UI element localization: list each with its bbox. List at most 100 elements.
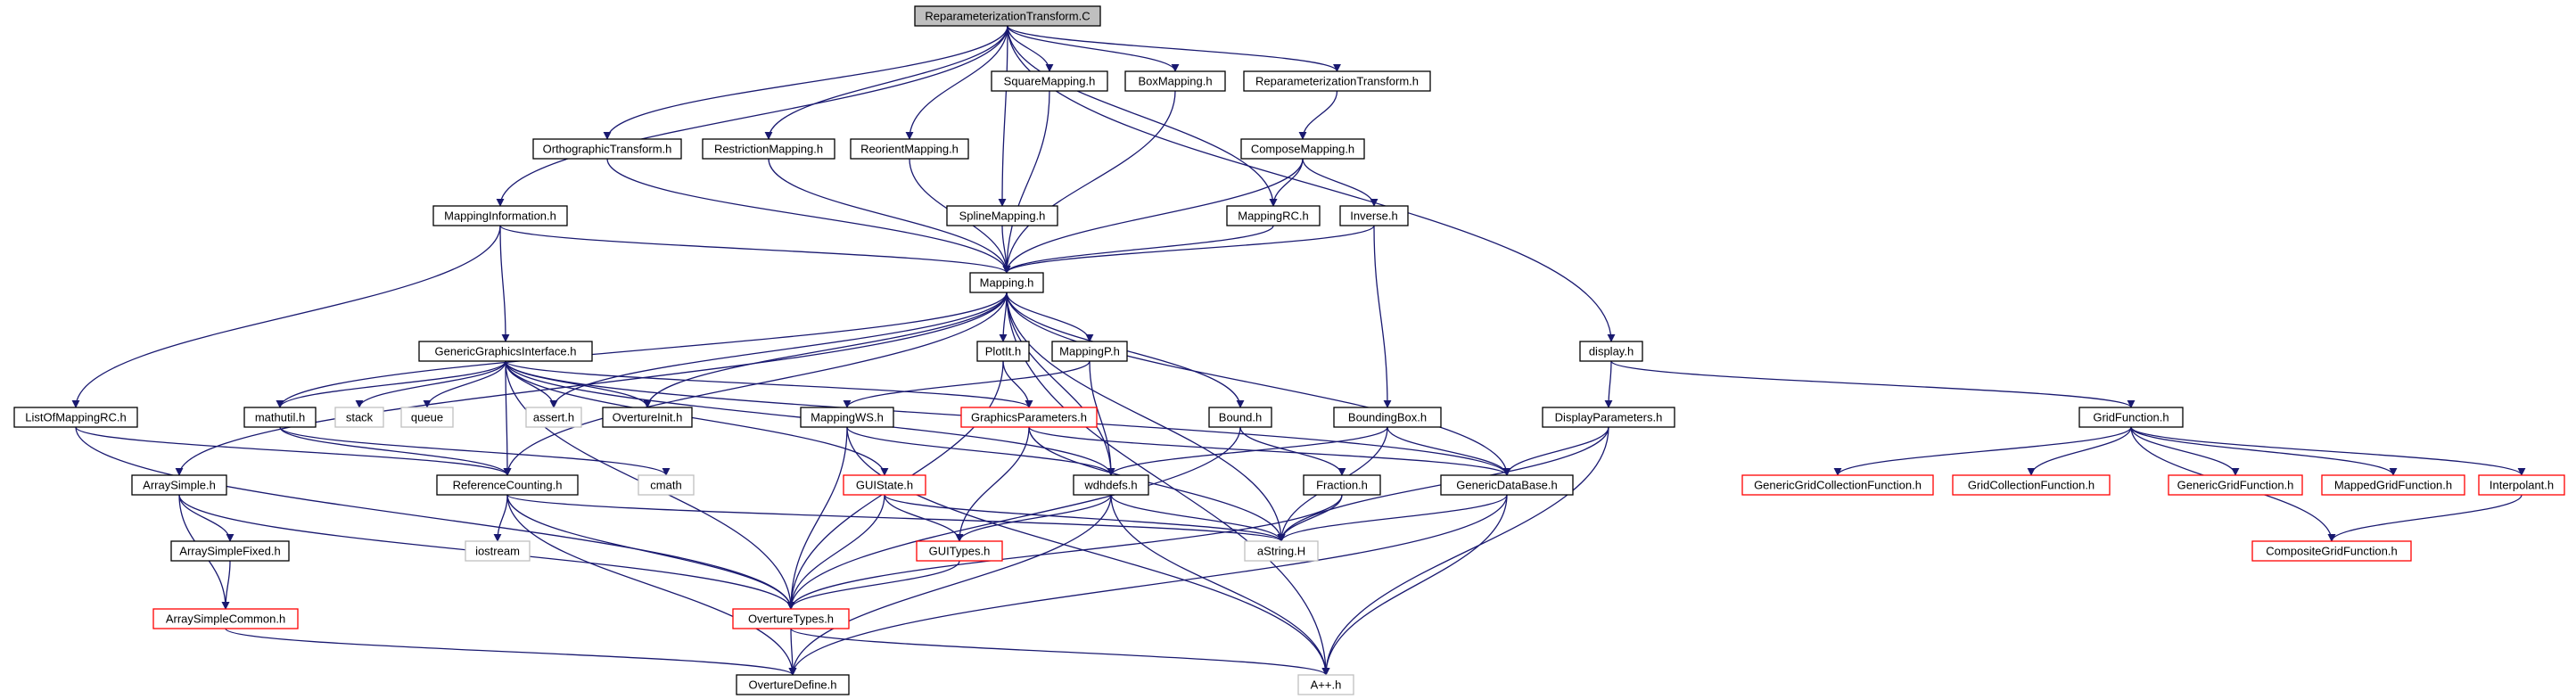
node-label: GenericDataBase.h [1456, 479, 1557, 492]
node-label: GridCollectionFunction.h [1968, 479, 2095, 492]
node-reph[interactable]: ReparameterizationTransform.h [1243, 70, 1431, 92]
node-dparams[interactable]: DisplayParameters.h [1542, 407, 1675, 428]
node-gridfn[interactable]: GridFunction.h [2078, 407, 2184, 428]
node-label: Interpolant.h [2490, 479, 2554, 492]
node-box [418, 341, 593, 362]
node-gcf[interactable]: GridCollectionFunction.h [1952, 474, 2111, 496]
edge-arrfixed-to-arrcommon [221, 560, 231, 610]
node-box [1952, 474, 2111, 496]
node-label: SquareMapping.h [1004, 75, 1096, 88]
edge-ggi-to-stack [355, 360, 506, 408]
node-gdb[interactable]: GenericDataBase.h [1440, 474, 1574, 496]
node-label: OvertureInit.h [613, 411, 683, 424]
node-box [800, 407, 894, 428]
node-mathutil[interactable]: mathutil.h [243, 407, 317, 428]
edge-line [2130, 426, 2398, 476]
node-label: ArraySimpleCommon.h [166, 613, 285, 626]
node-label: MappingWS.h [811, 411, 884, 424]
edge-line [884, 494, 1286, 542]
node-ovinit[interactable]: OvertureInit.h [602, 407, 693, 428]
edge-line [1321, 426, 1609, 676]
edge-line [1006, 292, 1511, 476]
node-plotit[interactable]: PlotIt.h [976, 341, 1030, 362]
node-arrsimple[interactable]: ArraySimple.h [131, 474, 227, 496]
node-mapinfo[interactable]: MappingInformation.h [432, 205, 568, 226]
node-reor[interactable]: ReorientMapping.h [850, 138, 969, 160]
node-ggi[interactable]: GenericGraphicsInterface.h [418, 341, 593, 362]
node-maprc[interactable]: MappingRC.h [1226, 205, 1321, 226]
node-mgf[interactable]: MappedGridFunction.h [2321, 474, 2465, 496]
node-arrcommon[interactable]: ArraySimpleCommon.h [152, 608, 299, 629]
edge-line [764, 25, 1008, 140]
node-ovtypes[interactable]: OvertureTypes.h [732, 608, 850, 629]
node-ggf[interactable]: GenericGridFunction.h [2168, 474, 2303, 496]
node-guitypes[interactable]: GUITypes.h [916, 540, 1003, 562]
edge-line [423, 360, 506, 408]
node-guistate[interactable]: GUIState.h [843, 474, 926, 496]
node-bbox[interactable]: BoundingBox.h [1333, 407, 1442, 428]
edge-line [1007, 25, 1054, 72]
edge-root-to-square [1007, 25, 1054, 72]
node-compose[interactable]: ComposeMapping.h [1240, 138, 1365, 160]
edge-mathutil-to-cmath [279, 426, 671, 476]
edge-line [503, 360, 512, 476]
node-label: GUITypes.h [929, 545, 991, 558]
node-box [1542, 407, 1675, 428]
node-box [1051, 341, 1128, 362]
edge-gdb-to-app [1321, 494, 1508, 676]
edge-line [786, 426, 1241, 610]
node-inverse[interactable]: Inverse.h [1339, 205, 1409, 226]
edge-line [603, 25, 1008, 140]
node-display[interactable]: display.h [1579, 341, 1643, 362]
node-wdhdefs[interactable]: wdhdefs.h [1073, 474, 1149, 496]
node-mapws[interactable]: MappingWS.h [800, 407, 894, 428]
node-ortho[interactable]: OrthographicTransform.h [532, 138, 682, 160]
node-box [1124, 70, 1226, 92]
node-restr[interactable]: RestrictionMapping.h [702, 138, 835, 160]
node-listrc[interactable]: ListOfMappingRC.h [13, 407, 138, 428]
edge-line [790, 628, 1330, 676]
node-square[interactable]: SquareMapping.h [991, 70, 1108, 92]
node-ovdefine[interactable]: OvertureDefine.h [736, 674, 850, 695]
edge-line [1028, 426, 1511, 476]
edge-mapws-to-app [846, 426, 1330, 676]
node-fraction[interactable]: Fraction.h [1303, 474, 1381, 496]
node-queue: queue [400, 407, 454, 428]
edge-ggi-to-gparams [505, 360, 1033, 408]
edge-gdb-to-astring [1277, 494, 1508, 542]
node-label: ReorientMapping.h [860, 143, 959, 156]
node-spline[interactable]: SplineMapping.h [946, 205, 1058, 226]
edge-line [1028, 426, 1286, 542]
node-mappingp[interactable]: MappingP.h [1051, 341, 1128, 362]
edge-line [1089, 360, 1115, 476]
node-stack: stack [334, 407, 384, 428]
node-interp[interactable]: Interpolant.h [2478, 474, 2565, 496]
node-bound[interactable]: Bound.h [1208, 407, 1272, 428]
edge-bound-to-fraction [1239, 426, 1346, 476]
edge-line [1007, 25, 1180, 72]
edge-mapping-to-gdb [1006, 292, 1511, 476]
node-box [638, 474, 695, 496]
edge-line [178, 494, 235, 542]
node-label: Inverse.h [1350, 210, 1397, 223]
node-label: PlotIt.h [985, 345, 1021, 358]
node-box [2168, 474, 2303, 496]
edge-line [505, 360, 889, 476]
node-box[interactable]: BoxMapping.h [1124, 70, 1226, 92]
edge-line [506, 494, 795, 610]
node-ggcf[interactable]: GenericGridCollectionFunction.h [1741, 474, 1934, 496]
node-mapping[interactable]: Mapping.h [969, 272, 1044, 293]
edge-interp-to-cgf [2327, 494, 2523, 542]
node-cgf[interactable]: CompositeGridFunction.h [2251, 540, 2412, 562]
edge-line [1002, 360, 1033, 408]
node-label: CompositeGridFunction.h [2266, 545, 2397, 558]
node-arrfixed[interactable]: ArraySimpleFixed.h [170, 540, 290, 562]
node-gparams[interactable]: GraphicsParameters.h [960, 407, 1098, 428]
node-box [960, 407, 1098, 428]
node-refcount[interactable]: ReferenceCounting.h [436, 474, 579, 496]
node-label: MappedGridFunction.h [2334, 479, 2452, 492]
edge-arrsimple-to-arrfixed [178, 494, 235, 542]
node-box [2251, 540, 2412, 562]
node-root[interactable]: ReparameterizationTransform.C [914, 5, 1101, 27]
edge-plotit-to-gparams [1002, 360, 1033, 408]
